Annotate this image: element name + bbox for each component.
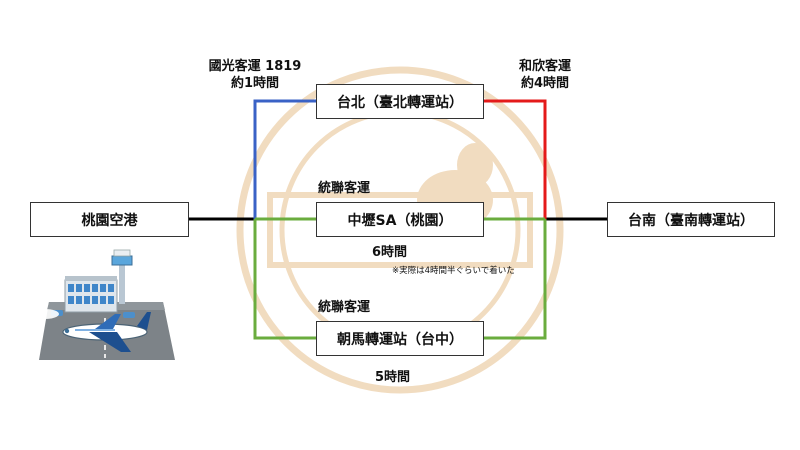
route-line-ubus-chaoma	[253, 219, 316, 340]
node-zhongli: 中壢SA（桃園）	[316, 202, 484, 237]
node-label: 朝馬轉運站（台中）	[337, 331, 463, 348]
node-label: 中壢SA（桃園）	[347, 212, 453, 229]
actual-time-note: ※実際は4時間半ぐらいで着いた	[392, 266, 515, 276]
node-chaoma: 朝馬轉運站（台中）	[316, 321, 484, 356]
route-operator: 和欣客運	[518, 59, 571, 74]
route-line-hohsin	[484, 99, 547, 219]
node-tainan: 台南（臺南轉運站）	[607, 202, 775, 237]
route-label-hohsin: 和欣客運 約4時間	[498, 58, 592, 92]
airport-illustration	[31, 249, 175, 360]
route-duration: 5時間	[375, 370, 411, 385]
route-operator: 統聯客運	[318, 181, 371, 196]
node-label: 台南（臺南轉運站）	[628, 212, 754, 229]
route-duration: 6時間	[372, 245, 408, 260]
route-label-kuokuang: 國光客運 1819 約1時間	[196, 58, 314, 92]
route-duration: 約4時間	[520, 76, 570, 91]
node-taipei: 台北（臺北轉運站）	[316, 84, 484, 119]
node-taoyuan-airport: 桃園空港	[30, 202, 189, 237]
route-line-kuokuang	[253, 99, 316, 219]
node-label: 台北（臺北轉運站）	[337, 94, 463, 111]
route-operator: 統聯客運	[318, 300, 371, 315]
route-label-ubus-chaoma: 統聯客運	[318, 299, 370, 316]
route-duration: 約1時間	[230, 76, 280, 91]
route-duration-ubus-chaoma: 5時間	[375, 369, 410, 386]
route-duration-ubus-zhongli: 6時間	[372, 244, 407, 261]
route-label-ubus-zhongli: 統聯客運	[318, 180, 370, 197]
route-operator: 國光客運 1819	[208, 59, 302, 74]
route-line-ubus-chaoma-right	[484, 219, 547, 340]
node-label: 桃園空港	[81, 212, 138, 229]
